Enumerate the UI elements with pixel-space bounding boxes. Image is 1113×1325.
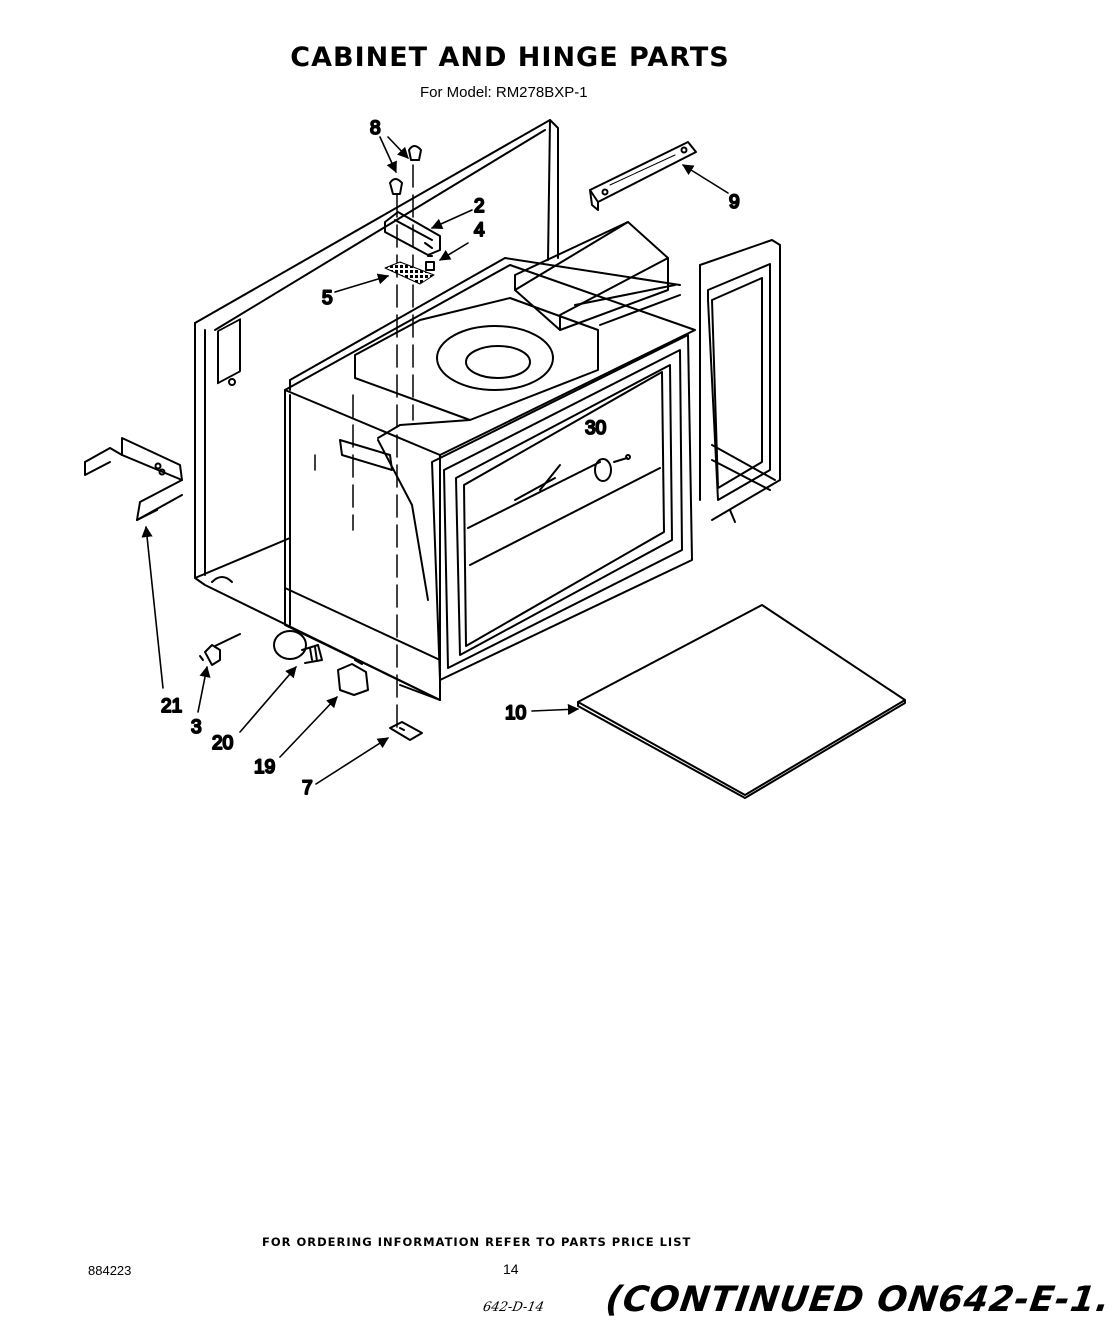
vent-grille-part-5 bbox=[384, 261, 435, 285]
callout-9: 9 bbox=[729, 192, 740, 213]
door-stop-part-9 bbox=[589, 141, 697, 211]
cabinet-wrapper bbox=[194, 119, 559, 701]
knob-part-30 bbox=[594, 454, 631, 482]
screws-part-8 bbox=[389, 145, 422, 195]
document-number: 884223 bbox=[88, 1263, 132, 1278]
hinge-plate-part-7 bbox=[389, 721, 423, 741]
callout-2: 2 bbox=[474, 196, 485, 217]
lamp-socket-part-19 bbox=[337, 659, 369, 696]
page-number: 14 bbox=[503, 1261, 519, 1277]
callout-4: 4 bbox=[474, 220, 485, 241]
oven-cavity bbox=[284, 221, 696, 701]
leader-arrows bbox=[141, 136, 729, 785]
exploded-parts-diagram: 8 2 4 5 9 30 21 3 20 19 7 10 bbox=[84, 117, 906, 800]
callout-8: 8 bbox=[370, 118, 381, 139]
callout-7: 7 bbox=[302, 778, 313, 799]
callout-10: 10 bbox=[505, 703, 526, 724]
ordering-info: FOR ORDERING INFORMATION REFER TO PARTS … bbox=[262, 1235, 692, 1249]
callout-19: 19 bbox=[254, 757, 275, 778]
assembly-guide-lines bbox=[352, 164, 414, 729]
continued-note: (CONTINUED ON642-E-1. bbox=[603, 1280, 1113, 1320]
screw-part-4 bbox=[425, 255, 435, 271]
glass-panel-part-10 bbox=[577, 604, 906, 799]
callout-5: 5 bbox=[322, 288, 333, 309]
page-title: CABINET AND HINGE PARTS bbox=[290, 42, 730, 73]
callout-3: 3 bbox=[191, 717, 202, 738]
side-panel bbox=[699, 239, 781, 523]
callout-30: 30 bbox=[585, 418, 606, 439]
callout-21: 21 bbox=[161, 696, 182, 717]
lamp-bulb-part-20 bbox=[273, 630, 323, 664]
rivet-part-3 bbox=[199, 633, 241, 666]
callout-labels: 8 2 4 5 9 30 21 3 20 19 7 10 bbox=[160, 117, 741, 800]
handwritten-reference: 642-D-14 bbox=[481, 1300, 546, 1315]
model-subtitle: For Model: RM278BXP-1 bbox=[420, 84, 588, 101]
shield-bracket-part-21 bbox=[84, 437, 183, 521]
callout-20: 20 bbox=[212, 733, 233, 754]
